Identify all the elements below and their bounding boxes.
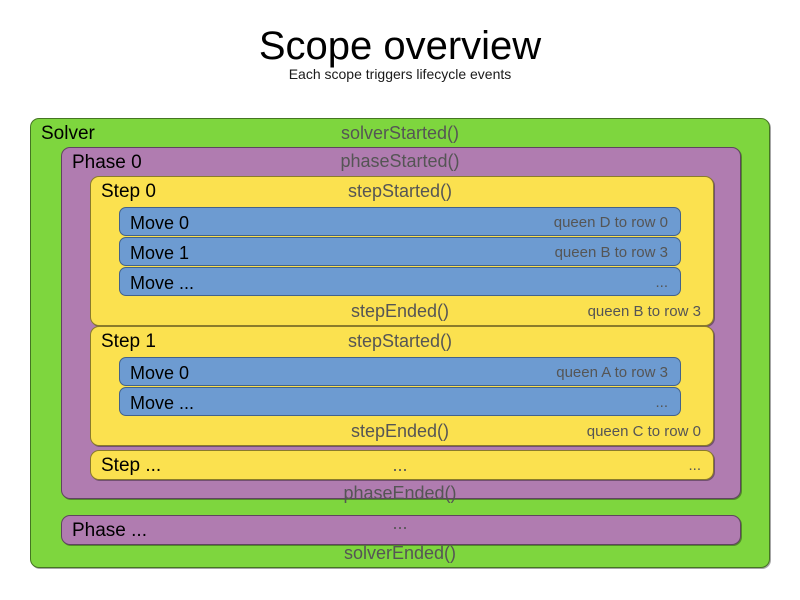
step-1-header-row: Step 1: [91, 327, 713, 357]
step-0-ended-detail: queen B to row 3: [587, 303, 701, 320]
move-label: Move 0: [130, 213, 190, 233]
solver-scope-box[interactable]: Solver Phase 0 Step 0 Move 0 queen D to …: [30, 118, 770, 568]
move-detail: queen D to row 0: [553, 214, 668, 231]
move-detail: queen A to row 3: [556, 364, 668, 381]
step-ellipsis-scope-box[interactable]: Step ... ...: [90, 450, 714, 480]
step-1-ended-detail: queen C to row 0: [586, 423, 701, 440]
step-ellipsis-detail: ...: [688, 457, 701, 474]
move-detail: ...: [655, 274, 668, 291]
phase-0-ended-event: phaseEnded(): [343, 483, 457, 503]
step-0-label: Step 0: [101, 181, 156, 202]
phase-ellipsis-event: ...: [392, 513, 408, 533]
step-1-label: Step 1: [101, 331, 156, 352]
move-row[interactable]: Move 1 queen B to row 3: [119, 237, 681, 266]
move-label: Move ...: [130, 273, 195, 293]
move-label: Move 0: [130, 363, 190, 383]
move-label: Move 1: [130, 243, 190, 263]
solver-ended-event: solverEnded(): [343, 543, 457, 563]
phase-0-label: Phase 0: [72, 152, 142, 173]
step-0-ended-event: stepEnded(): [350, 301, 450, 321]
phase-ellipsis-scope-box[interactable]: Phase ...: [61, 515, 741, 545]
phase-0-header-row: Phase 0: [62, 148, 740, 178]
move-row[interactable]: Move ... ...: [119, 267, 681, 296]
step-ellipsis-event: ...: [392, 455, 408, 475]
phase-0-scope-box[interactable]: Phase 0 Step 0 Move 0 queen D to row 0 M…: [61, 147, 741, 499]
step-1-ended-event: stepEnded(): [350, 421, 450, 441]
step-0-ended-row: queen B to row 3: [91, 297, 713, 327]
solver-label: Solver: [41, 123, 95, 144]
move-detail: ...: [655, 394, 668, 411]
step-0-scope-box[interactable]: Step 0 Move 0 queen D to row 0 Move 1 qu…: [90, 176, 714, 326]
phase-ellipsis-header-row: Phase ...: [62, 516, 740, 546]
solver-started-event: solverStarted(): [340, 123, 460, 143]
step-0-header-row: Step 0: [91, 177, 713, 207]
step-0-started-event: stepStarted(): [347, 181, 453, 201]
step-1-started-event: stepStarted(): [347, 331, 453, 351]
step-1-scope-box[interactable]: Step 1 Move 0 queen A to row 3 Move ... …: [90, 326, 714, 446]
solver-header-row: Solver: [31, 119, 769, 149]
move-row[interactable]: Move 0 queen D to row 0: [119, 207, 681, 236]
move-row[interactable]: Move 0 queen A to row 3: [119, 357, 681, 386]
phase-ellipsis-label: Phase ...: [72, 520, 147, 541]
move-label: Move ...: [130, 393, 195, 413]
page-subtitle: Each scope triggers lifecycle events: [288, 66, 512, 82]
phase-0-started-event: phaseStarted(): [340, 151, 460, 171]
move-detail: queen B to row 3: [554, 244, 668, 261]
move-row[interactable]: Move ... ...: [119, 387, 681, 416]
step-ellipsis-label: Step ...: [101, 455, 162, 476]
page-title: Scope overview: [258, 24, 542, 68]
step-ellipsis-header-row: Step ... ...: [91, 451, 713, 481]
step-1-ended-row: queen C to row 0: [91, 417, 713, 447]
